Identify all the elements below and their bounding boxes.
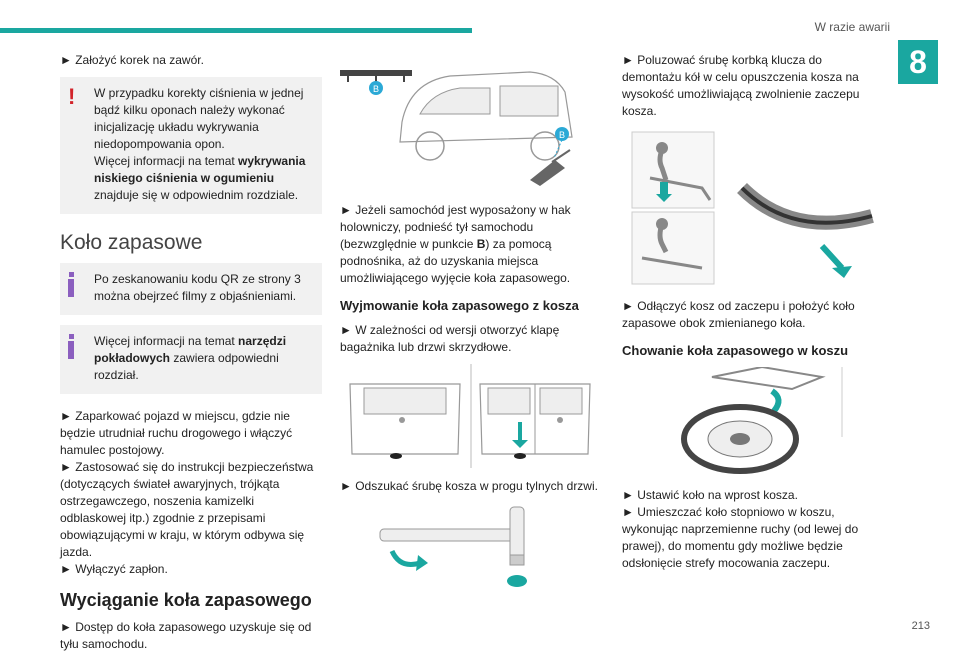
wheel-basket-illustration [622, 367, 884, 477]
subheading-remove: Wyjmowanie koła zapasowego z kosza [340, 298, 579, 313]
step: ► Ustawić koło na wprost kosza. [622, 488, 798, 502]
open-step: ► W zależności od wersji otworzyć klapę … [340, 323, 560, 354]
column-3: ► Poluzować śrubę korbką klucza do demon… [622, 52, 884, 572]
van-jack-illustration: B B [340, 52, 602, 192]
warning-box: ! W przypadku korekty ciśnienia w jednej… [60, 77, 322, 214]
info-icon [68, 272, 74, 298]
section-heading: Koło zapasowe [60, 231, 203, 254]
marker-b-icon [555, 127, 569, 141]
svg-text:B: B [373, 84, 379, 94]
find-screw-step: ► Odszukać śrubę kosza w progu tylnych d… [340, 479, 598, 493]
rear-doors-illustration [340, 364, 602, 468]
step: ► Zaparkować pojazd w miejscu, gdzie nie… [60, 409, 293, 457]
info-icon [68, 334, 74, 360]
warning-line1: W przypadku korekty ciśnienia w jednej b… [94, 86, 304, 151]
access-step: ► Dostęp do koła zapasowego uzyskuje się… [60, 620, 312, 651]
stow-steps: ► Ustawić koło na wprost kosza. ► Umiesz… [622, 487, 884, 572]
loosen-step: ► Poluzować śrubę korbką klucza do demon… [622, 53, 860, 118]
step: ► Umieszczać koło stopniowo w koszu, wyk… [622, 505, 859, 570]
column-1: ► Założyć korek na zawór. ! W przypadku … [60, 52, 322, 661]
detach-step: ► Odłączyć kosz od zaczepu i położyć koł… [622, 299, 855, 330]
marker-b-icon [369, 81, 383, 95]
svg-text:B: B [559, 130, 565, 140]
page-number: 213 [911, 620, 930, 632]
section-title: W razie awarii [814, 20, 890, 34]
header-accent-bar [0, 28, 472, 33]
column-2: B B ► Jeżeli samochód jest wyposażony w … [340, 52, 602, 608]
subheading: Wyciąganie koła zapasowego [60, 590, 312, 610]
info-box-tools: Więcej informacji na temat narzędzi pokł… [60, 325, 322, 394]
step: ► Zastosować się do instrukcji bezpiecze… [60, 460, 314, 559]
subheading-stow: Chowanie koła zapasowego w koszu [622, 343, 849, 358]
wrench-illustration [340, 503, 602, 598]
step: ► Wyłączyć zapłon. [60, 562, 168, 576]
jack-step: ► Jeżeli samochód jest wyposażony w hak … [340, 203, 571, 285]
basket-hook-illustration [622, 128, 884, 288]
step-cap: ► Założyć korek na zawór. [60, 53, 204, 67]
chapter-badge: 8 [898, 40, 938, 84]
steps-list: ► Zaparkować pojazd w miejscu, gdzie nie… [60, 408, 322, 578]
warning-icon: ! [68, 84, 76, 109]
info-box-qr: Po zeskanowaniu kodu QR ze strony 3 możn… [60, 263, 322, 315]
